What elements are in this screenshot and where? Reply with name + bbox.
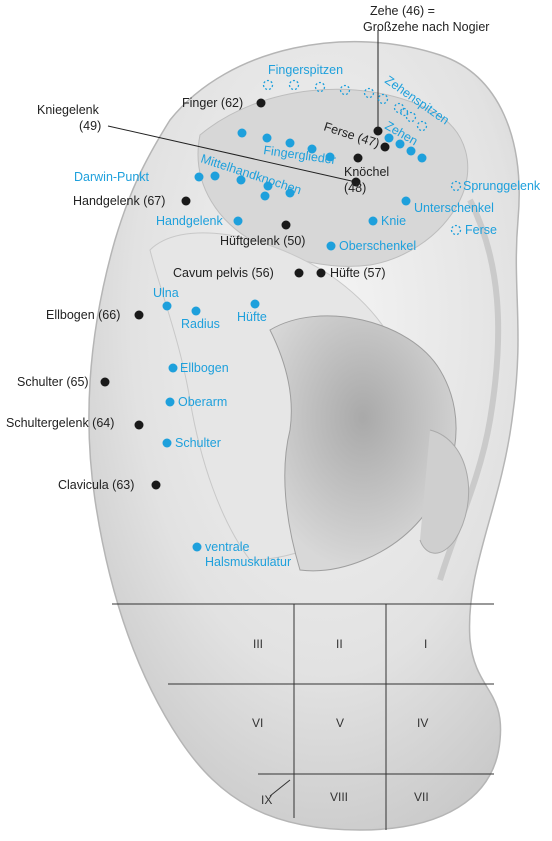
label-cavum-pelvis-56: Cavum pelvis (56): [173, 266, 274, 280]
blue-point-unterschenkel: [402, 197, 411, 206]
label-clavicula-63: Clavicula (63): [58, 478, 134, 492]
label-ulna: Ulna: [153, 286, 179, 300]
label-knoechel: Knöchel: [344, 165, 389, 179]
black-point-hueftgelenk-50: [282, 221, 291, 230]
label-kniegelenk-49: (49): [79, 119, 101, 133]
blue-point-radius: [192, 307, 201, 316]
black-point-zehe-46: [374, 127, 383, 136]
blue-point-fingerglieder: [238, 129, 247, 138]
label-halsmuskulatur: Halsmuskulatur: [205, 555, 291, 569]
blue-point-fingerglieder: [263, 134, 272, 143]
blue-point-mittelhand: [211, 172, 220, 181]
black-point-schultergelenk-64: [135, 421, 144, 430]
blue-point-ulna: [163, 302, 172, 311]
blue-point-halsmuskulatur: [193, 543, 202, 552]
zone-label-i: I: [424, 637, 427, 651]
label-kniegelenk: Kniegelenk: [37, 103, 100, 117]
label-schulter-blue: Schulter: [175, 436, 221, 450]
blue-point-zehen: [407, 147, 416, 156]
blue-point-knie: [369, 217, 378, 226]
black-point-ferse-47: [381, 143, 390, 152]
zone-label-iii: III: [253, 637, 263, 651]
label-handgelenk-blue: Handgelenk: [156, 214, 223, 228]
zone-label-viii: VIII: [330, 790, 348, 804]
zone-label-ix: IX: [261, 793, 272, 807]
label-knie: Knie: [381, 214, 406, 228]
blue-point-ellbogen: [169, 364, 178, 373]
black-point-cavum-pelvis-56: [295, 269, 304, 278]
blue-point-oberarm: [166, 398, 175, 407]
label-fingerspitzen: Fingerspitzen: [268, 63, 343, 77]
zone-label-vii: VII: [414, 790, 429, 804]
zone-label-v: V: [336, 716, 344, 730]
label-ellbogen-blue: Ellbogen: [180, 361, 229, 375]
zone-label-ii: II: [336, 637, 343, 651]
label-schultergelenk-64: Schultergelenk (64): [6, 416, 114, 430]
header-note-line1: Zehe (46) =: [370, 4, 435, 18]
label-unterschenkel: Unterschenkel: [414, 201, 494, 215]
label-ferse-blue: Ferse: [465, 223, 497, 237]
label-darwin-punkt: Darwin-Punkt: [74, 170, 150, 184]
label-handgelenk-67: Handgelenk (67): [73, 194, 165, 208]
blue-point-handgelenk: [234, 217, 243, 226]
label-sprunggelenk: Sprunggelenk: [463, 179, 541, 193]
label-hueftgelenk-50: Hüftgelenk (50): [220, 234, 305, 248]
header-note-line2: Großzehe nach Nogier: [363, 20, 489, 34]
label-oberschenkel: Oberschenkel: [339, 239, 416, 253]
black-point-clavicula-63: [152, 481, 161, 490]
label-radius: Radius: [181, 317, 220, 331]
label-huefte-blue: Hüfte: [237, 310, 267, 324]
zone-label-iv: IV: [417, 716, 428, 730]
black-point-ellbogen-66: [135, 311, 144, 320]
blue-point-oberschenkel: [327, 242, 336, 251]
label-ellbogen-66: Ellbogen (66): [46, 308, 120, 322]
blue-point-zehen: [418, 154, 427, 163]
blue-point-schulter: [163, 439, 172, 448]
label-finger-62: Finger (62): [182, 96, 243, 110]
black-point-knoechel-48: [354, 154, 363, 163]
black-point-finger-62: [257, 99, 266, 108]
black-point-handgelenk-67: [182, 197, 191, 206]
black-point-huefte-57: [317, 269, 326, 278]
label-oberarm: Oberarm: [178, 395, 227, 409]
label-schulter-65: Schulter (65): [17, 375, 89, 389]
blue-point-huefte: [251, 300, 260, 309]
blue-point-darwin: [195, 173, 204, 182]
label-ventrale: ventrale: [205, 540, 250, 554]
zone-label-vi: VI: [252, 716, 263, 730]
label-huefte-57: Hüfte (57): [330, 266, 386, 280]
black-point-schulter-65: [101, 378, 110, 387]
blue-point-mittelhand: [261, 192, 270, 201]
label-knoechel-48: (48): [344, 181, 366, 195]
